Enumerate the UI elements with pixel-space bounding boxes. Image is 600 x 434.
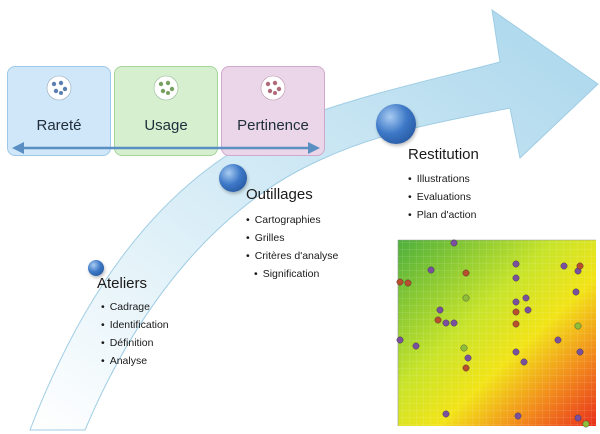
list-sub-item: Signification <box>246 265 338 283</box>
heatmap-bubble <box>572 288 580 296</box>
heatmap-bubble <box>396 278 404 286</box>
heatmap-bubble <box>574 414 582 422</box>
heatmap-bubble <box>462 294 470 302</box>
heatmap-bubble <box>512 298 520 306</box>
heatmap-bubble <box>412 342 420 350</box>
heatmap-bubble <box>396 336 404 344</box>
heatmap-bubble <box>434 316 442 324</box>
heatmap-bubble <box>512 274 520 282</box>
list-item: Cadrage <box>101 298 169 316</box>
heatmap-bubble <box>576 262 584 270</box>
stage-marker-ateliers <box>88 260 104 276</box>
box-label-usage: Usage <box>144 117 188 134</box>
box-pertinence: Pertinence <box>221 66 325 156</box>
heatmap-bubble <box>404 279 412 287</box>
heatmap-bubble <box>512 348 520 356</box>
risk-heatmap-thumbnail <box>396 239 596 428</box>
stage-list-outillages: Cartographies Grilles Critères d'analyse… <box>246 211 339 283</box>
heatmap-bubble <box>427 266 435 274</box>
box-usage: Usage <box>114 66 218 156</box>
heatmap-bubbles <box>396 239 590 428</box>
stage-title-outillages: Outillages <box>246 186 313 203</box>
double-headed-arrow <box>12 142 320 154</box>
list-item: Illustrations <box>408 170 476 188</box>
heatmap-bubble <box>462 364 470 372</box>
list-item: Critères d'analyse <box>246 247 339 265</box>
list-item: Définition <box>101 334 169 352</box>
heatmap-bubble <box>522 294 530 302</box>
stage-marker-restitution <box>376 104 416 144</box>
heatmap-bubble <box>574 322 582 330</box>
heatmap-bubble <box>576 348 584 356</box>
list-item: Analyse <box>101 352 169 370</box>
list-item: Evaluations <box>408 188 476 206</box>
stage-list-restitution: Illustrations Evaluations Plan d'action <box>408 170 477 224</box>
heatmap-bubble <box>442 410 450 418</box>
heatmap-bubble <box>560 262 568 270</box>
people-cluster-icon <box>153 75 179 101</box>
heatmap-bubble <box>582 420 590 428</box>
box-label-rarete: Rareté <box>36 117 82 134</box>
heatmap-bubble <box>450 239 458 247</box>
box-rarete: Rareté <box>7 66 111 156</box>
heatmap-bubble <box>450 319 458 327</box>
heatmap-bubble <box>436 306 444 314</box>
heatmap-bubble <box>442 319 450 327</box>
heatmap-bubble <box>512 308 520 316</box>
heatmap-bubble <box>514 412 522 420</box>
people-cluster-icon <box>46 75 72 101</box>
heatmap-bubble <box>554 336 562 344</box>
stage-title-ateliers: Ateliers <box>97 275 148 292</box>
stage-marker-outillages <box>219 164 247 192</box>
heatmap-bubble <box>460 344 468 352</box>
box-label-pertinence: Pertinence <box>237 117 309 134</box>
list-item: Grilles <box>246 229 338 247</box>
heatmap-bubble <box>524 306 532 314</box>
stage-title-restitution: Restitution <box>408 146 479 163</box>
people-cluster-icon <box>260 75 286 101</box>
stage-list-ateliers: Cadrage Identification Définition Analys… <box>101 298 169 370</box>
list-item: Plan d'action <box>408 206 477 224</box>
heatmap-bubble <box>464 354 472 362</box>
list-item: Identification <box>101 316 169 334</box>
heatmap-bubble <box>512 260 520 268</box>
heatmap-bubble <box>512 320 520 328</box>
heatmap-bubble <box>462 269 470 277</box>
heatmap-bubble <box>520 358 528 366</box>
list-item: Cartographies <box>246 211 338 229</box>
